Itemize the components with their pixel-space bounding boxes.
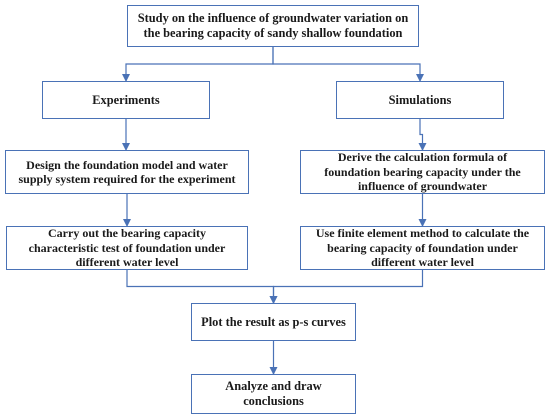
analyze-node: Analyze and draw conclusions xyxy=(191,374,356,414)
study-label: Study on the influence of groundwater va… xyxy=(137,11,409,40)
design-node: Design the foundation model and water su… xyxy=(5,150,249,194)
carry-out-label: Carry out the bearing capacity character… xyxy=(28,226,226,270)
simulations-node: Simulations xyxy=(336,81,504,119)
experiments-node: Experiments xyxy=(42,81,210,119)
design-label: Design the foundation model and water su… xyxy=(18,157,236,186)
carry-out-node: Carry out the bearing capacity character… xyxy=(6,226,248,270)
simulations-label: Simulations xyxy=(388,92,452,107)
arrow-simulations-to-derive xyxy=(418,119,427,151)
fem-node: Use finite element method to calculate t… xyxy=(300,226,545,270)
analyze-label: Analyze and draw conclusions xyxy=(225,379,322,408)
derive-node: Derive the calculation formula of founda… xyxy=(300,150,545,194)
experiments-label: Experiments xyxy=(92,92,160,107)
plot-label: Plot the result as p-s curves xyxy=(201,314,346,329)
plot-node: Plot the result as p-s curves xyxy=(191,303,356,341)
study-node: Study on the influence of groundwater va… xyxy=(127,5,419,47)
arrow-carry-out-to-plot xyxy=(126,270,278,304)
derive-label: Derive the calculation formula of founda… xyxy=(324,150,521,194)
arrow-fem-to-plot xyxy=(269,270,424,304)
arrow-study-to-simulations xyxy=(272,47,424,82)
fem-label: Use finite element method to calculate t… xyxy=(315,226,530,270)
arrow-study-to-experiments xyxy=(122,47,274,82)
